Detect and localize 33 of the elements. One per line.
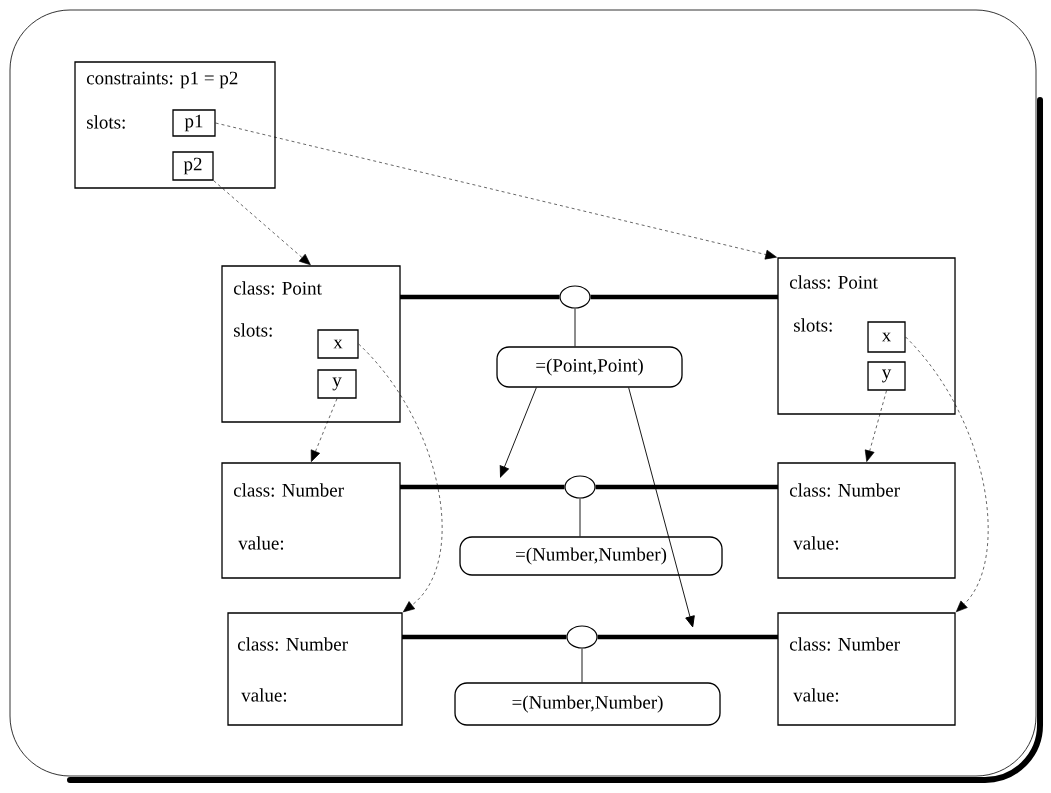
connector-line — [579, 498, 581, 537]
relation-line — [400, 484, 565, 490]
arrow — [905, 336, 989, 613]
relation-line — [597, 634, 778, 640]
slot-box: x — [317, 329, 359, 359]
connector-ellipse — [566, 625, 598, 649]
class-box: class: Number value: — [777, 462, 956, 579]
relation-box: =(Number,Number) — [459, 536, 723, 576]
connector-line — [574, 308, 576, 347]
class-box: class: Number value: — [221, 462, 401, 579]
connector-ellipse — [559, 285, 591, 309]
relation-line — [595, 484, 778, 490]
relation-box: =(Point,Point) — [496, 346, 683, 388]
slot-box: x — [867, 321, 906, 353]
slot-box: y — [867, 361, 906, 391]
slot-box: y — [317, 369, 357, 399]
relation-line — [400, 294, 560, 300]
relation-line — [590, 294, 778, 300]
class-box: class: Number value: — [227, 612, 403, 726]
arrow — [213, 180, 311, 266]
class-box: class: Number value: — [777, 612, 956, 726]
slot-box: p1 — [172, 109, 216, 137]
connector-ellipse — [564, 475, 596, 499]
leader-line — [499, 387, 537, 478]
arrow — [215, 122, 777, 260]
slot-box: p2 — [172, 151, 214, 181]
arrow — [864, 390, 887, 462]
arrow — [310, 398, 338, 462]
leader-line — [628, 387, 695, 628]
arrow — [358, 343, 443, 613]
relation-box: =(Number,Number) — [454, 682, 721, 726]
connector-line — [581, 648, 583, 683]
relation-line — [402, 634, 567, 640]
